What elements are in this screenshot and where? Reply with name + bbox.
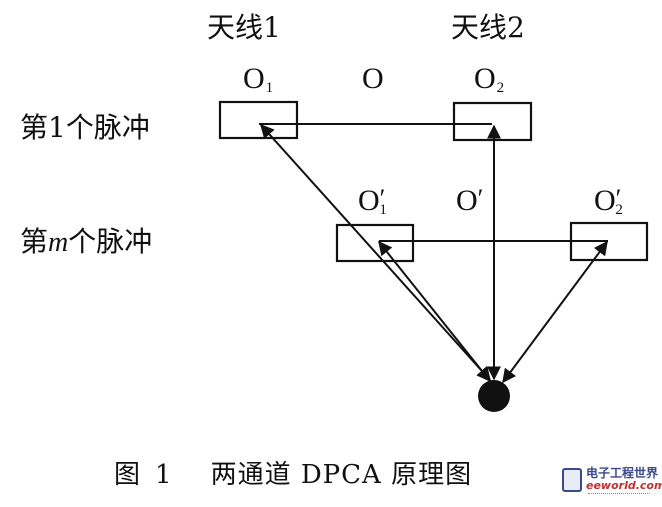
o2-base: O xyxy=(474,62,496,95)
watermark-divider xyxy=(588,493,650,497)
o-label: O xyxy=(362,62,384,95)
o2-prime-label: O′2 xyxy=(594,184,623,218)
caption-figure-word: 图 xyxy=(114,460,142,490)
o2-prime-mark: ′ xyxy=(615,184,622,213)
mth-pulse-variable: m xyxy=(48,227,69,258)
eeworld-logo-icon xyxy=(562,468,582,492)
o2-subscript: 2 xyxy=(496,80,505,96)
eeworld-watermark: 电子工程世界 eeworld.com.cn xyxy=(562,462,662,502)
mth-pulse-suffix: 个脉冲 xyxy=(68,225,153,258)
antenna1-box-first-pulse xyxy=(218,100,299,140)
o1-base: O xyxy=(243,62,265,95)
echo-path-o2-prime xyxy=(502,240,608,384)
echo-path-o1 xyxy=(260,123,491,382)
antenna2-box-first-pulse xyxy=(452,101,533,142)
caption-figure-number: 1 xyxy=(155,460,173,490)
antenna2-label: 天线2 xyxy=(451,11,525,44)
watermark-line1: 电子工程世界 xyxy=(586,466,659,480)
o2-label: O2 xyxy=(474,62,505,96)
caption-title: 两通道 DPCA 原理图 xyxy=(210,460,473,490)
mth-pulse-prefix: 第 xyxy=(20,225,49,258)
watermark-site: eeworld.com.cn xyxy=(586,479,662,492)
o1-label: O1 xyxy=(243,62,274,96)
mth-pulse-label: 第m个脉冲 xyxy=(20,228,152,257)
target-point xyxy=(478,380,510,412)
antenna1-label: 天线1 xyxy=(207,11,281,44)
first-pulse-label: 第1个脉冲 xyxy=(20,111,150,144)
echo-path-o1-prime xyxy=(378,240,491,383)
o2-prime-base: O xyxy=(594,184,616,217)
antenna1-box-mth-pulse xyxy=(335,223,415,263)
o2-prime-subscript: 2 xyxy=(615,202,623,218)
o1-subscript: 1 xyxy=(265,80,274,96)
